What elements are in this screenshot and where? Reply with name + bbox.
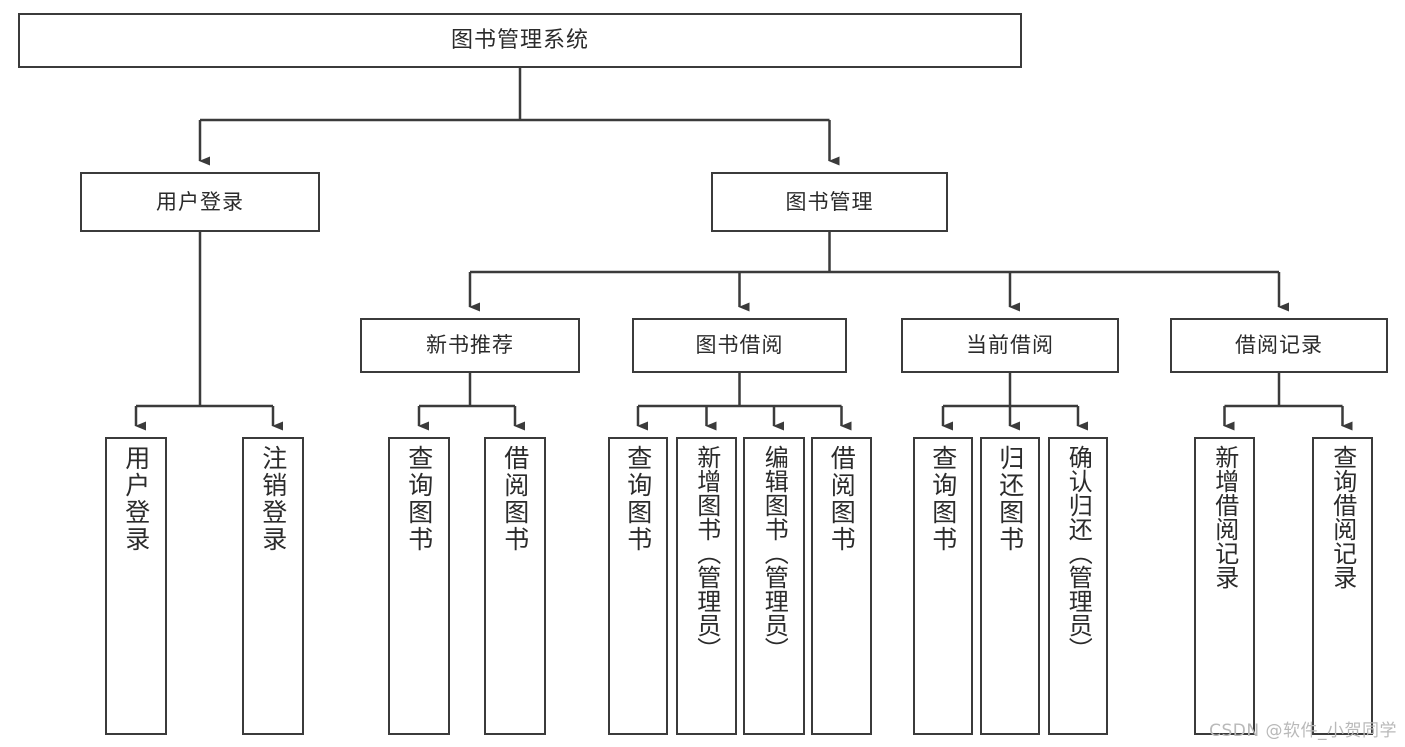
- node-root[interactable]: 图书管理系统: [18, 13, 1022, 68]
- node-label: 图书管理系统: [450, 27, 589, 53]
- node-label: 当前借阅: [966, 333, 1054, 358]
- node-leaf-bo-edit[interactable]: 编辑图书（管理员）: [743, 437, 805, 735]
- node-leaf-cu-confirm[interactable]: 确认归还（管理员）: [1048, 437, 1108, 735]
- node-label: 编辑图书（管理员）: [760, 445, 789, 661]
- node-label: 借阅记录: [1235, 333, 1323, 358]
- node-label: 用户登录: [156, 189, 244, 214]
- node-borrow[interactable]: 图书借阅: [632, 318, 847, 373]
- node-label: 新增图书（管理员）: [692, 445, 721, 661]
- node-label: 借阅图书: [827, 445, 857, 553]
- node-leaf-user-login[interactable]: 用户登录: [105, 437, 167, 735]
- node-leaf-bo-query[interactable]: 查询图书: [608, 437, 668, 735]
- node-bookmgmt[interactable]: 图书管理: [711, 172, 948, 232]
- node-label: 图书管理: [785, 189, 874, 214]
- watermark-text: CSDN @软件_小贺同学: [1209, 721, 1397, 741]
- node-leaf-rc-add[interactable]: 新增借阅记录: [1194, 437, 1255, 735]
- node-leaf-user-logout[interactable]: 注销登录: [242, 437, 304, 735]
- node-label: 查询图书: [623, 445, 653, 553]
- node-label: 查询借阅记录: [1328, 445, 1357, 589]
- node-label: 图书借阅: [695, 333, 784, 358]
- node-label: 查询图书: [404, 445, 434, 553]
- node-newbook[interactable]: 新书推荐: [360, 318, 580, 373]
- node-leaf-cu-query[interactable]: 查询图书: [913, 437, 973, 735]
- node-label: 归还图书: [995, 445, 1025, 553]
- node-leaf-bo-add[interactable]: 新增图书（管理员）: [676, 437, 737, 735]
- node-label: 新增借阅记录: [1210, 445, 1239, 589]
- node-label: 确认归还（管理员）: [1064, 445, 1093, 661]
- node-label: 用户登录: [121, 445, 151, 553]
- node-records[interactable]: 借阅记录: [1170, 318, 1388, 373]
- node-leaf-rc-query[interactable]: 查询借阅记录: [1312, 437, 1373, 735]
- node-leaf-cu-return[interactable]: 归还图书: [980, 437, 1040, 735]
- node-leaf-nb-query[interactable]: 查询图书: [388, 437, 450, 735]
- node-label: 借阅图书: [500, 445, 530, 553]
- node-label: 注销登录: [258, 445, 288, 553]
- node-current[interactable]: 当前借阅: [901, 318, 1119, 373]
- node-leaf-nb-borrow[interactable]: 借阅图书: [484, 437, 546, 735]
- node-leaf-bo-borrow[interactable]: 借阅图书: [811, 437, 872, 735]
- node-login[interactable]: 用户登录: [80, 172, 320, 232]
- node-label: 新书推荐: [426, 333, 514, 358]
- node-label: 查询图书: [928, 445, 958, 553]
